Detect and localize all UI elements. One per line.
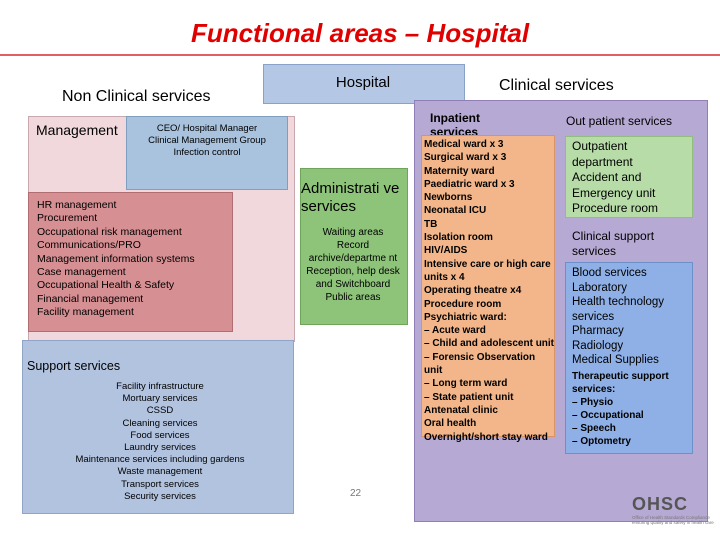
title-divider	[0, 54, 720, 56]
management-functions-box: HR management Procurement Occupational r…	[28, 192, 233, 332]
non-clinical-label: Non Clinical services	[62, 88, 211, 105]
management-functions-text: HR management Procurement Occupational r…	[37, 199, 195, 319]
hospital-box	[263, 64, 465, 104]
clinical-support-list: Blood services Laboratory Health technol…	[572, 267, 665, 366]
logo-tagline-2: ensuring quality and safety in health ca…	[632, 520, 714, 525]
ceo-box: CEO/ Hospital Manager Clinical Managemen…	[126, 116, 288, 190]
outpatient-services-list: Outpatient department Accident and Emerg…	[572, 139, 659, 216]
administrative-services-list: Waiting areas Record archive/departme nt…	[306, 227, 400, 303]
ohsc-logo: OHSC Office of Health Standards Complian…	[632, 494, 716, 538]
inpatient-services-box	[421, 135, 555, 437]
page-number: 22	[350, 488, 362, 499]
outpatient-services-box	[565, 136, 693, 218]
therapeutic-support-list: Therapeutic support services: – Physio –…	[572, 371, 669, 447]
clinical-support-box	[565, 262, 693, 454]
support-services-label: Support services	[27, 359, 121, 373]
administrative-services-box	[300, 168, 408, 325]
clinical-services-label: Clinical services	[499, 77, 614, 94]
clinical-support-label: Clinical support services	[572, 229, 655, 258]
outpatient-services-label: Out patient services	[566, 114, 673, 128]
logo-wordmark: OHSC	[632, 494, 689, 514]
logo-tagline-1: Office of Health Standards Compliance	[632, 515, 710, 520]
inpatient-services-list: Medical ward x 3 Surgical ward x 3 Mater…	[424, 139, 555, 443]
hospital-label: Hospital	[335, 74, 391, 91]
support-services-panel	[22, 340, 294, 514]
ceo-text: CEO/ Hospital Manager Clinical Managemen…	[148, 123, 266, 158]
support-services-list: Facility infrastructure Mortuary service…	[75, 381, 245, 502]
administrative-services-heading: Administrati ve services	[301, 180, 400, 215]
management-label: Management	[36, 122, 118, 138]
page-title: Functional areas – Hospital	[190, 18, 530, 48]
